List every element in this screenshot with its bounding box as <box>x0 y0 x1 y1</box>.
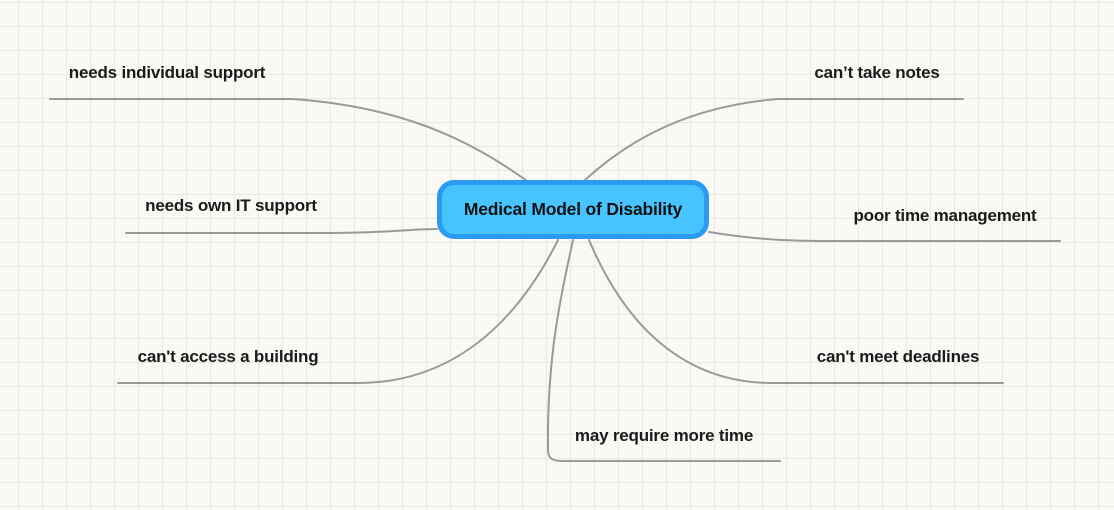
branch-node-poor-time-management[interactable]: poor time management <box>853 206 1037 225</box>
branch-node-needs-individual-support[interactable]: needs individual support <box>68 63 266 82</box>
connector-poor-time-management <box>708 231 1061 242</box>
connector-may-require-more-time <box>547 239 781 462</box>
connector-needs-own-it-support <box>125 228 438 234</box>
branch-node-cant-access-building[interactable]: can't access a building <box>137 347 319 366</box>
central-topic-label: Medical Model of Disability <box>463 199 683 219</box>
connector-cant-meet-deadlines <box>588 239 1004 384</box>
branch-node-cant-meet-deadlines[interactable]: can't meet deadlines <box>816 347 980 366</box>
connector-cant-access-building <box>117 239 559 384</box>
connector-needs-individual-support <box>49 98 528 182</box>
central-topic-node[interactable]: Medical Model of Disability <box>437 180 709 239</box>
branch-node-may-require-more-time[interactable]: may require more time <box>574 426 754 445</box>
branch-node-cant-take-notes[interactable]: can’t take notes <box>814 63 940 82</box>
branch-node-needs-own-it-support[interactable]: needs own IT support <box>145 196 317 215</box>
connector-cant-take-notes <box>584 98 964 181</box>
